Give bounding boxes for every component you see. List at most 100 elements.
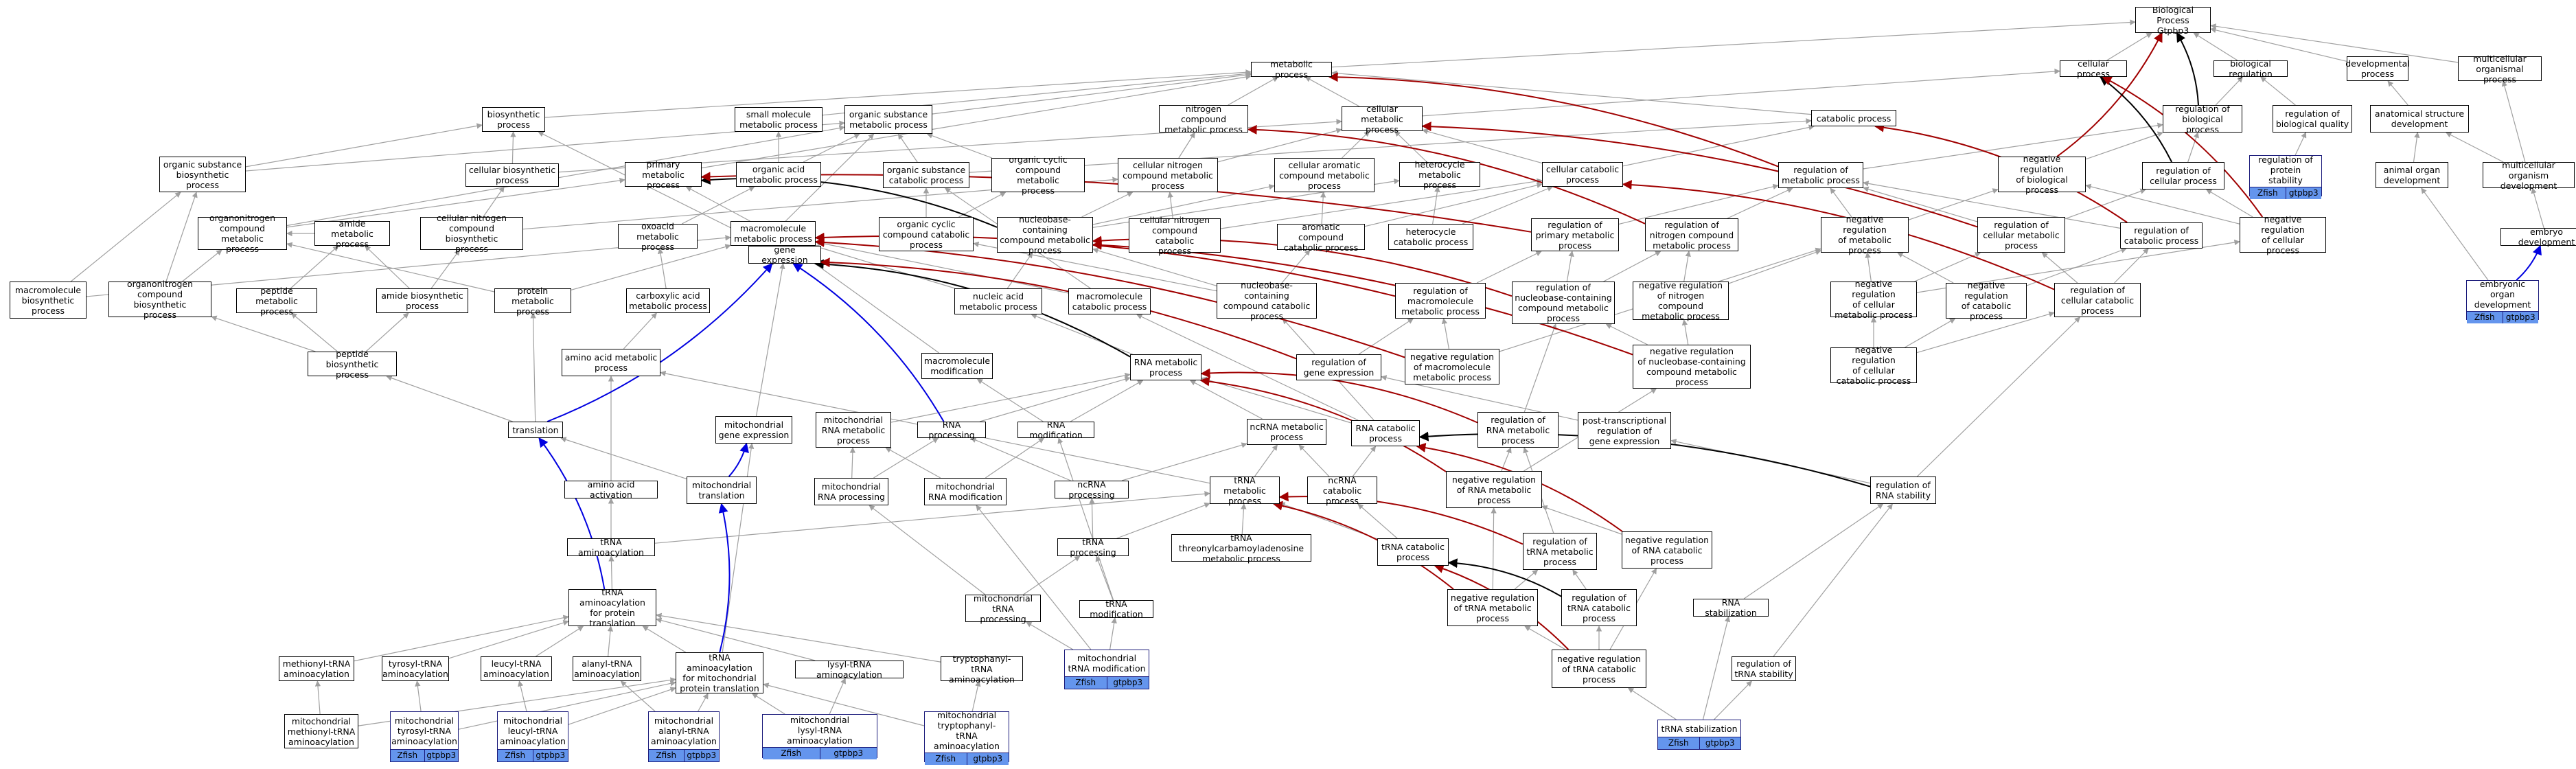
term-reg-nitro[interactable]: regulation of nitrogen compound metaboli… — [1645, 218, 1738, 251]
term-trna-amino-prot[interactable]: tRNA aminoacylation for protein translat… — [568, 587, 656, 628]
term-mito-rna-met[interactable]: mitochondrial RNA metabolic process — [816, 412, 891, 448]
term-trna-amino-mito[interactable]: tRNA aminoacylation for mitochondrial pr… — [676, 652, 763, 693]
term-mito-rna-proc[interactable]: mitochondrial RNA processing — [814, 478, 888, 505]
term-macromol-bios[interactable]: macromolecule biosynthetic process — [10, 282, 87, 319]
term-reg-rna-met[interactable]: regulation of RNA metabolic process — [1477, 412, 1559, 448]
term-cell-met[interactable]: cellular metabolic process — [1342, 104, 1423, 135]
term-trna-mod[interactable]: tRNA modification — [1079, 599, 1153, 619]
term-amino-act[interactable]: amino acid activation — [564, 479, 658, 500]
term-organonitrogen-met[interactable]: organonitrogen compound metabolic proces… — [198, 213, 287, 254]
annotation-gene-link[interactable]: gtpbp3 — [966, 753, 1009, 765]
term-reg-cell-met[interactable]: regulation of cellular metabolic process — [1977, 217, 2065, 253]
term-reg-rna-stab[interactable]: regulation of RNA stability — [1870, 477, 1936, 504]
annotation-gene-link[interactable]: gtpbp3 — [2285, 187, 2321, 199]
term-org-cyclic[interactable]: organic cyclic compound metabolic proces… — [991, 154, 1085, 196]
term-mito-leucyl[interactable]: mitochondrial leucyl-tRNA aminoacylation… — [497, 711, 568, 762]
term-ncrna-cat[interactable]: ncRNA catabolic process — [1307, 475, 1377, 506]
term-lysyl[interactable]: lysyl-tRNA aminoacylation — [795, 659, 904, 680]
term-catabolic[interactable]: catabolic process — [1811, 110, 1896, 126]
term-ncrna-proc[interactable]: ncRNA processing — [1055, 479, 1129, 500]
term-rna-stabilization[interactable]: RNA stabilization — [1693, 597, 1769, 618]
annotation-species-link[interactable]: Zfish — [2250, 187, 2286, 199]
term-ncrna-met[interactable]: ncRNA metabolic process — [1247, 419, 1326, 445]
annotation-gene-link[interactable]: gtpbp3 — [532, 750, 568, 761]
annotation-species-link[interactable]: Zfish — [763, 747, 820, 759]
term-mito-tryptophanyl[interactable]: mitochondrial tryptophanyl-tRNA aminoacy… — [924, 710, 1009, 765]
term-post-trans[interactable]: post-transcriptional regulation of gene … — [1578, 412, 1671, 449]
annotation-species-link[interactable]: Zfish — [925, 753, 967, 765]
term-cellular-process[interactable]: cellular process — [2060, 58, 2127, 79]
term-animal-organ[interactable]: animal organ development — [2376, 162, 2448, 188]
term-amide-met[interactable]: amide metabolic process — [314, 218, 390, 249]
term-reg-trna-cat[interactable]: regulation of tRNA catabolic process — [1561, 589, 1637, 626]
term-reg-met[interactable]: regulation of metabolic process — [1778, 162, 1863, 188]
term-alanyl[interactable]: alanyl-tRNA aminoacylation — [573, 656, 641, 681]
annotation-species-link[interactable]: Zfish — [2467, 311, 2503, 323]
term-trna-proc[interactable]: tRNA processing — [1057, 537, 1129, 558]
term-biosynthetic[interactable]: biosynthetic process — [482, 107, 545, 132]
annotation-species-link[interactable]: Zfish — [1658, 737, 1699, 749]
term-amino-acid-met[interactable]: amino acid metabolic process — [562, 349, 660, 376]
term-neg-reg-rna-met[interactable]: negative regulation of RNA metabolic pro… — [1446, 471, 1542, 508]
term-rna-met[interactable]: RNA metabolic process — [1130, 354, 1201, 380]
term-translation[interactable]: translation — [508, 422, 563, 438]
term-heterocycle[interactable]: heterocycle metabolic process — [1399, 159, 1480, 190]
term-multicellular[interactable]: multicellular organismal process — [2458, 54, 2542, 84]
term-anat-struct-dev[interactable]: anatomical structure development — [2370, 105, 2469, 133]
term-nucleobase-cat[interactable]: nucleobase-containing compound catabolic… — [1217, 280, 1317, 321]
term-mito-tyrosyl[interactable]: mitochondrial tyrosyl-tRNA aminoacylatio… — [390, 711, 459, 762]
term-rna-cat[interactable]: RNA catabolic process — [1351, 420, 1420, 446]
term-small-mol[interactable]: small molecule metabolic process — [735, 107, 823, 132]
term-neg-reg-macro[interactable]: negative regulation of macromolecule met… — [1405, 349, 1499, 384]
term-cell-bios[interactable]: cellular biosynthetic process — [465, 163, 559, 187]
term-bp[interactable]: Biological Process Gtpbp3 — [2135, 5, 2211, 36]
annotation-species-link[interactable]: Zfish — [1065, 677, 1107, 689]
term-macromol-cat[interactable]: macromolecule catabolic process — [1068, 288, 1151, 314]
term-reg-cat[interactable]: regulation of catabolic process — [2120, 222, 2203, 249]
term-reg-macro[interactable]: regulation of macromolecule metabolic pr… — [1395, 283, 1486, 319]
term-mito-alanyl[interactable]: mitochondrial alanyl-tRNA aminoacylation… — [648, 711, 720, 762]
term-org-acid[interactable]: organic acid metabolic process — [736, 162, 821, 187]
term-reg-nucleobase[interactable]: regulation of nucleobase-containing comp… — [1512, 282, 1615, 324]
term-mito-trna-proc[interactable]: mitochondrial tRNA processing — [965, 593, 1041, 624]
annotation-gene-link[interactable]: gtpbp3 — [2502, 311, 2538, 323]
term-cell-nitro-bios[interactable]: cellular nitrogen compound biosynthetic … — [420, 213, 523, 254]
term-gene-expr[interactable]: gene expression — [748, 244, 821, 265]
term-primary-met[interactable]: primary metabolic process — [625, 159, 702, 190]
term-org-sub-bios[interactable]: organic substance biosynthetic process — [159, 157, 246, 192]
term-neg-reg-cell-met[interactable]: negative regulation of cellular metaboli… — [1830, 279, 1917, 320]
term-mito-rna-mod[interactable]: mitochondrial RNA modification — [924, 478, 1007, 505]
term-rna-mod[interactable]: RNA modification — [1017, 420, 1094, 440]
term-neg-reg-met[interactable]: negative regulation of metabolic process — [1821, 214, 1909, 255]
term-carboxylic[interactable]: carboxylic acid metabolic process — [626, 288, 710, 313]
term-reg-primary[interactable]: regulation of primary metabolic process — [1531, 218, 1619, 251]
term-trna-threonyl[interactable]: tRNA threonylcarbamoyladenosine metaboli… — [1171, 533, 1311, 564]
term-neg-reg-nucleobase[interactable]: negative regulation of nucleobase-contai… — [1633, 345, 1751, 389]
term-embryo-dev[interactable]: embryo development — [2500, 227, 2576, 247]
term-nucleic-acid[interactable]: nucleic acid metabolic process — [954, 288, 1042, 314]
term-mito-translation[interactable]: mitochondrial translation — [687, 477, 757, 504]
term-protein-met[interactable]: protein metabolic process — [494, 286, 571, 317]
term-cell-cat[interactable]: cellular catabolic process — [1542, 162, 1623, 187]
term-trna-met[interactable]: tRNA metabolic process — [1210, 475, 1280, 506]
term-trna-cat[interactable]: tRNA catabolic process — [1377, 538, 1449, 566]
term-developmental[interactable]: developmental process — [2345, 56, 2410, 81]
term-reg-cell-proc[interactable]: regulation of cellular process — [2142, 162, 2224, 190]
term-amide-bios[interactable]: amide biosynthetic process — [376, 288, 468, 313]
term-peptide-bios[interactable]: peptide biosynthetic process — [308, 349, 397, 380]
term-neg-reg-bio[interactable]: negative regulation of biological proces… — [1998, 154, 2086, 195]
term-reg-trna-met[interactable]: regulation of tRNA metabolic process — [1523, 533, 1597, 570]
term-nucleobase-met[interactable]: nucleobase-containing compound metabolic… — [997, 214, 1093, 255]
term-neg-reg-cat[interactable]: negative regulation of catabolic process — [1946, 280, 2027, 321]
term-neg-reg-nitro[interactable]: negative regulation of nitrogen compound… — [1633, 280, 1729, 321]
term-cell-nitro-cat[interactable]: cellular nitrogen compound catabolic pro… — [1129, 215, 1221, 256]
annotation-gene-link[interactable]: gtpbp3 — [1106, 677, 1149, 689]
term-org-sub-met[interactable]: organic substance metabolic process — [844, 105, 932, 134]
annotation-species-link[interactable]: Zfish — [391, 750, 424, 761]
term-hetero-cat[interactable]: heterocycle catabolic process — [1388, 224, 1473, 250]
term-mito-gene-expr[interactable]: mitochondrial gene expression — [715, 416, 792, 444]
